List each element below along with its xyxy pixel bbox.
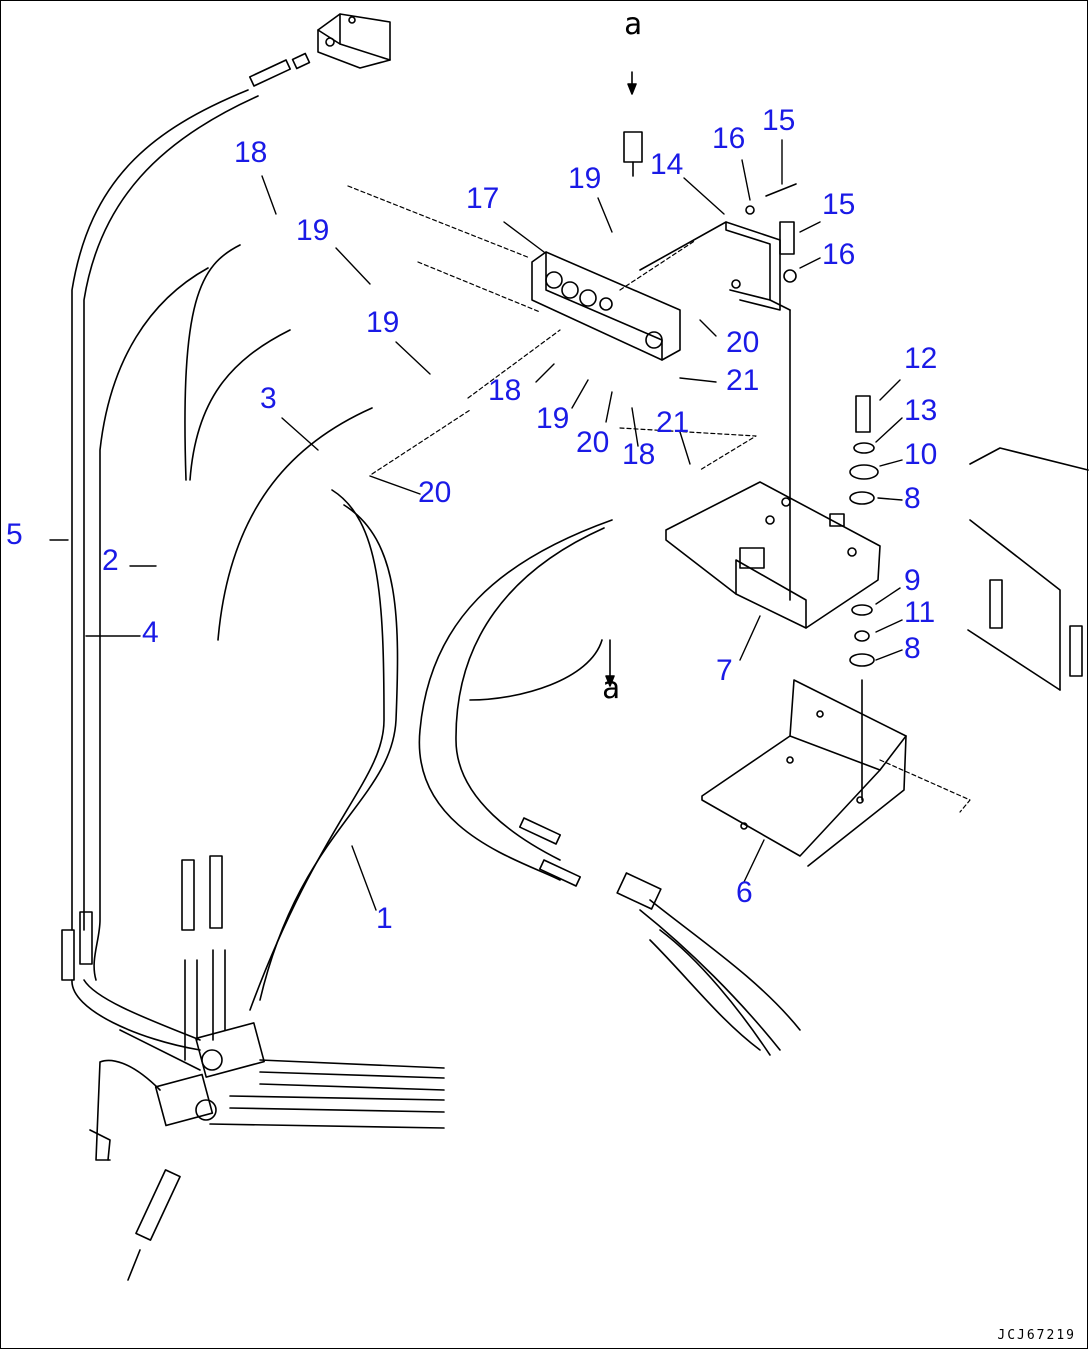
hose-2 <box>93 267 209 981</box>
callout-3[interactable]: 3 <box>260 382 277 415</box>
callout-leaders <box>49 139 903 911</box>
hose-2-inner <box>184 244 241 481</box>
fastener-stack <box>849 395 879 801</box>
callout-8-lower[interactable]: 8 <box>904 632 921 665</box>
callout-6[interactable]: 6 <box>736 876 753 909</box>
view-arrows <box>605 71 637 687</box>
callout-8-upper[interactable]: 8 <box>904 482 921 515</box>
callout-21-a[interactable]: 21 <box>726 364 760 397</box>
hose-5 <box>71 89 259 931</box>
hose-bundle-bottom-right <box>518 817 801 1056</box>
callout-15-lower[interactable]: 15 <box>822 188 856 221</box>
callout-19-d[interactable]: 19 <box>536 402 570 435</box>
callout-11[interactable]: 11 <box>904 596 936 629</box>
chassis-box <box>967 447 1089 691</box>
callout-5[interactable]: 5 <box>6 518 23 551</box>
view-marker-bottom: a <box>602 671 621 706</box>
callout-19-b[interactable]: 19 <box>366 306 400 339</box>
leader-lines <box>347 185 971 813</box>
callout-21-b[interactable]: 21 <box>656 406 690 439</box>
view-marker-top: a <box>624 7 643 42</box>
callout-18-top[interactable]: 18 <box>234 136 268 169</box>
callout-20-b[interactable]: 20 <box>726 326 760 359</box>
callout-1[interactable]: 1 <box>376 902 393 935</box>
manifold-block <box>531 251 681 361</box>
hose-3 <box>189 329 373 641</box>
callout-14[interactable]: 14 <box>650 148 684 181</box>
callout-20-a[interactable]: 20 <box>576 426 610 459</box>
callout-4[interactable]: 4 <box>142 616 159 649</box>
callout-18-middle[interactable]: 18 <box>488 374 522 407</box>
callout-2[interactable]: 2 <box>102 544 119 577</box>
callout-16-upper[interactable]: 16 <box>712 122 746 155</box>
callout-16-lower[interactable]: 16 <box>822 238 856 271</box>
callout-18-right[interactable]: 18 <box>622 438 656 471</box>
callout-12[interactable]: 12 <box>904 342 938 375</box>
callout-7[interactable]: 7 <box>716 654 733 687</box>
mounting-bracket <box>701 679 907 867</box>
callout-19-a[interactable]: 19 <box>296 214 330 247</box>
callout-20-c[interactable]: 20 <box>418 476 452 509</box>
hose-1 <box>259 504 399 1001</box>
drawing-code: JCJ67219 <box>997 1328 1076 1343</box>
mounting-plate <box>665 481 881 629</box>
callout-13[interactable]: 13 <box>904 394 938 427</box>
callout-19-c[interactable]: 19 <box>568 162 602 195</box>
callout-10[interactable]: 10 <box>904 438 938 471</box>
distribution-block <box>61 855 445 1281</box>
valve-block-top <box>248 13 391 87</box>
hose-right <box>418 519 613 881</box>
callout-15-upper[interactable]: 15 <box>762 104 796 137</box>
valve-bracket <box>623 131 797 601</box>
callout-17[interactable]: 17 <box>466 182 500 215</box>
callout-9[interactable]: 9 <box>904 564 921 597</box>
